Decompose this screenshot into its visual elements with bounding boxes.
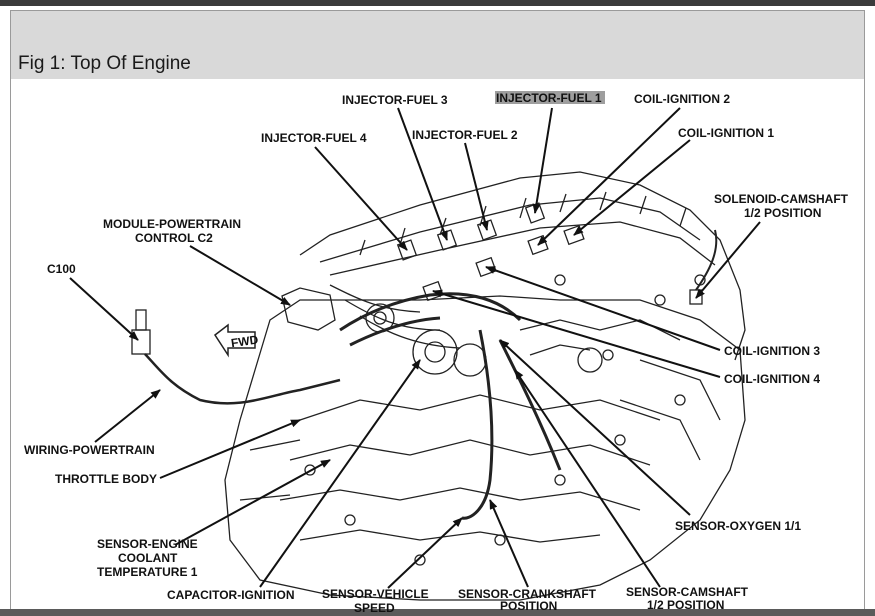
label-module-powertrain-line2: CONTROL C2 <box>135 231 213 245</box>
label-coil-ignition-3: COIL-IGNITION 3 <box>724 344 820 358</box>
label-coil-ignition-1: COIL-IGNITION 1 <box>678 126 774 140</box>
label-solenoid-camshaft-line1: SOLENOID-CAMSHAFT <box>714 192 849 206</box>
leader-injector-fuel-4 <box>314 146 408 251</box>
label-throttle-body: THROTTLE BODY <box>55 472 157 486</box>
leader-sensor-vehicle-speed <box>387 517 463 589</box>
label-coil-ignition-4: COIL-IGNITION 4 <box>724 372 820 386</box>
leader-sensor-camshaft <box>514 369 661 588</box>
leader-coil-ignition-2 <box>537 107 681 246</box>
label-c100: C100 <box>47 262 76 276</box>
window-bottom-strip <box>0 609 875 616</box>
leader-wiring-powertrain <box>94 389 161 443</box>
figure-frame: Fig 1: Top Of Engine <box>10 10 865 610</box>
label-sensor-camshaft-line2: 1/2 POSITION <box>647 598 724 612</box>
leader-capacitor-ignition <box>259 359 421 588</box>
label-injector-fuel-4: INJECTOR-FUEL 4 <box>261 131 367 145</box>
label-sensor-oxygen: SENSOR-OXYGEN 1/1 <box>675 519 801 533</box>
label-sensor-crankshaft-line2: POSITION <box>500 599 557 613</box>
leader-coil-ignition-3 <box>485 266 721 351</box>
leader-module-powertrain <box>189 245 291 306</box>
leader-injector-fuel-2 <box>464 142 489 231</box>
leader-coil-ignition-1 <box>573 139 691 236</box>
leader-injector-fuel-1 <box>532 107 553 214</box>
label-injector-fuel-2: INJECTOR-FUEL 2 <box>412 128 518 142</box>
engine-illustration <box>131 171 746 601</box>
leader-sensor-oxygen <box>499 339 691 516</box>
label-coil-ignition-2: COIL-IGNITION 2 <box>634 92 730 106</box>
leader-sensor-engine-coolant <box>174 459 331 546</box>
label-injector-fuel-3: INJECTOR-FUEL 3 <box>342 93 448 107</box>
leader-throttle-body <box>159 419 301 479</box>
label-module-powertrain-line1: MODULE-POWERTRAIN <box>103 217 241 231</box>
label-sensor-camshaft-line1: SENSOR-CAMSHAFT <box>626 585 749 599</box>
labels: INJECTOR-FUEL 3 INJECTOR-FUEL 1 COIL-IGN… <box>24 91 849 615</box>
leader-injector-fuel-3 <box>397 107 448 241</box>
leader-solenoid-camshaft <box>695 221 761 299</box>
label-sensor-engine-coolant-line3: TEMPERATURE 1 <box>97 565 198 579</box>
caption-bar: Fig 1: Top Of Engine <box>11 11 864 79</box>
label-sensor-crankshaft-line1: SENSOR-CRANKSHAFT <box>458 587 597 601</box>
figure-caption: Fig 1: Top Of Engine <box>18 53 191 74</box>
leader-c100 <box>69 277 139 341</box>
leader-coil-ignition-4 <box>432 289 721 378</box>
window-top-strip <box>0 0 875 6</box>
label-wiring-powertrain: WIRING-POWERTRAIN <box>24 443 155 457</box>
label-sensor-vehicle-speed-line1: SENSOR-VEHICLE <box>322 587 429 601</box>
leader-sensor-crankshaft <box>489 499 529 588</box>
highlight-injector-fuel-1 <box>495 91 605 104</box>
label-fwd: FWD <box>230 332 259 350</box>
label-capacitor-ignition: CAPACITOR-IGNITION <box>167 588 295 602</box>
label-sensor-engine-coolant-line1: SENSOR-ENGINE <box>97 537 198 551</box>
label-sensor-engine-coolant-line2: COOLANT <box>118 551 178 565</box>
label-sensor-vehicle-speed-line2: SPEED <box>354 601 395 615</box>
leader-lines <box>69 107 761 589</box>
label-solenoid-camshaft-line2: 1/2 POSITION <box>744 206 821 220</box>
label-injector-fuel-1: INJECTOR-FUEL 1 <box>496 91 602 105</box>
